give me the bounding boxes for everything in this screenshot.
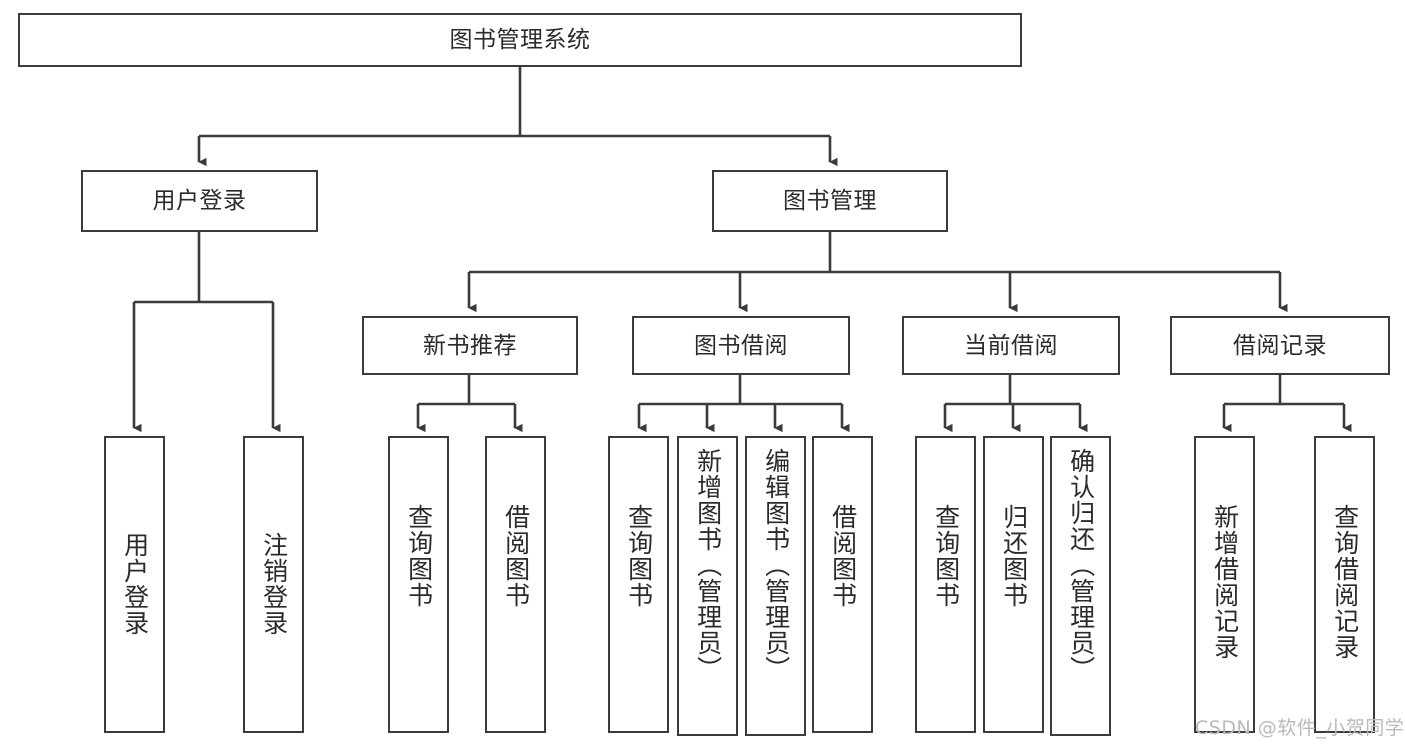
node-label: 编辑图书（管理员）: [761, 448, 790, 682]
node-root-system[interactable]: 图书管理系统: [18, 13, 1022, 67]
node-label: 图书管理系统: [449, 26, 591, 53]
node-label: 注销登录: [259, 532, 288, 636]
node-leaf-confirm-return[interactable]: 确认归还（管理员）: [1050, 436, 1111, 736]
node-label: 查询图书: [931, 504, 960, 608]
node-leaf-borrow-book-1[interactable]: 借阅图书: [485, 436, 546, 733]
node-new-book-rec[interactable]: 新书推荐: [362, 316, 578, 375]
node-leaf-edit-book[interactable]: 编辑图书（管理员）: [745, 436, 806, 736]
node-label: 用户登录: [120, 532, 149, 636]
node-book-borrow[interactable]: 图书借阅: [632, 316, 850, 375]
node-label: 确认归还（管理员）: [1066, 448, 1095, 682]
node-label: 新增图书（管理员）: [693, 448, 722, 682]
node-label: 当前借阅: [964, 331, 1058, 358]
node-label: 查询图书: [624, 504, 653, 608]
node-leaf-borrow-book-2[interactable]: 借阅图书: [812, 436, 873, 733]
node-leaf-query-book-1[interactable]: 查询图书: [388, 436, 449, 733]
node-label: 新书推荐: [423, 331, 517, 358]
node-leaf-user-login[interactable]: 用户登录: [104, 436, 165, 733]
node-label: 查询借阅记录: [1330, 504, 1359, 660]
node-label: 图书借阅: [694, 331, 788, 358]
node-leaf-logout[interactable]: 注销登录: [243, 436, 304, 733]
node-leaf-add-book[interactable]: 新增图书（管理员）: [677, 436, 738, 736]
node-leaf-query-record[interactable]: 查询借阅记录: [1314, 436, 1375, 733]
node-user-login[interactable]: 用户登录: [81, 170, 318, 232]
node-borrow-record[interactable]: 借阅记录: [1170, 316, 1390, 375]
node-current-borrow[interactable]: 当前借阅: [902, 316, 1120, 375]
node-label: 借阅图书: [501, 504, 530, 608]
node-label: 借阅记录: [1233, 331, 1327, 358]
node-label: 新增借阅记录: [1210, 504, 1239, 660]
node-label: 借阅图书: [828, 504, 857, 608]
node-label: 用户登录: [152, 187, 247, 214]
csdn-watermark: CSDN @软件_小贺同学: [1195, 717, 1405, 739]
node-leaf-add-record[interactable]: 新增借阅记录: [1194, 436, 1255, 733]
node-leaf-query-book-2[interactable]: 查询图书: [608, 436, 669, 733]
node-label: 归还图书: [999, 504, 1028, 608]
node-label: 查询图书: [404, 504, 433, 608]
node-leaf-return-book[interactable]: 归还图书: [983, 436, 1044, 733]
node-label: 图书管理: [783, 187, 877, 214]
node-book-manage[interactable]: 图书管理: [712, 170, 948, 232]
node-leaf-query-book-3[interactable]: 查询图书: [915, 436, 976, 733]
